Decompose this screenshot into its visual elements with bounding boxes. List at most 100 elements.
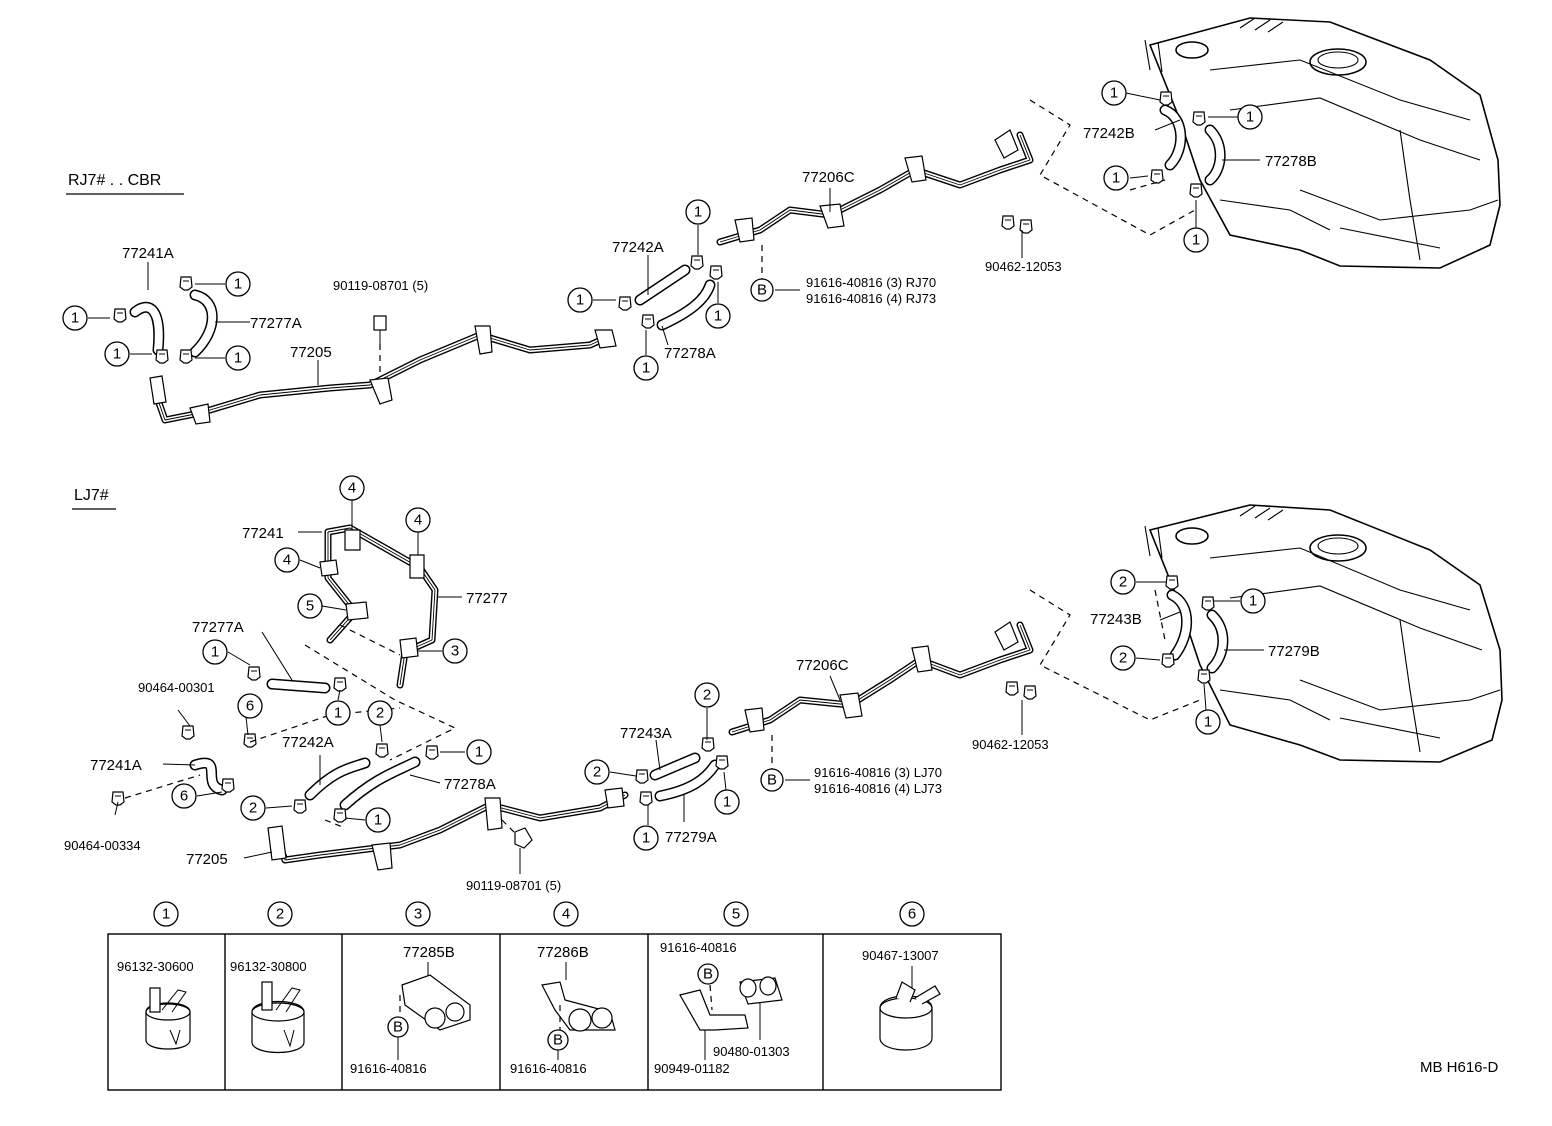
- callout-2: 2: [367, 700, 393, 726]
- label-90119-08701: 90119-08701 (5): [466, 878, 561, 893]
- leader-line: [1129, 175, 1149, 179]
- hose-clip: [425, 745, 439, 760]
- svg-text:1: 1: [1112, 170, 1120, 187]
- pipe-bracket: [994, 129, 1019, 159]
- pipe-bracket: [474, 325, 493, 355]
- top-variant-title: RJ7# . . CBR: [68, 172, 161, 189]
- svg-text:5: 5: [306, 598, 314, 615]
- label-77277A: 77277A: [250, 315, 302, 332]
- leader-line: [1135, 657, 1161, 661]
- legend-part-90467-13007: 90467-13007: [862, 948, 939, 963]
- hose-clamp-icon: [879, 981, 941, 1051]
- pipe-bracket: [189, 403, 211, 425]
- callout-1: 1: [1240, 588, 1266, 614]
- label-77241A: 77241A: [122, 245, 174, 262]
- callout-4: 4: [274, 547, 300, 573]
- pipe-bracket: [604, 787, 625, 809]
- hose-77241A-bottom: [189, 757, 228, 796]
- callout-3: 3: [442, 638, 468, 664]
- label-77277A: 77277A: [192, 619, 244, 636]
- callout-6: 6: [171, 783, 197, 809]
- pipe-bracket: [904, 155, 927, 183]
- svg-text:1: 1: [723, 794, 731, 811]
- svg-text:1: 1: [694, 204, 702, 221]
- svg-text:1: 1: [234, 276, 242, 293]
- svg-text:3: 3: [414, 906, 422, 923]
- callout-1: 1: [633, 825, 659, 851]
- leader-line: [177, 709, 191, 727]
- svg-text:2: 2: [276, 906, 284, 923]
- callout-1: 1: [1237, 104, 1263, 130]
- legend-cell-6: 6 90467-13007: [862, 901, 941, 1051]
- hose-clip: [1189, 183, 1203, 198]
- callout-4: 4: [405, 507, 431, 533]
- label-77242A: 77242A: [612, 239, 664, 256]
- hose-clip: [1150, 169, 1164, 184]
- bottom-variant-title: LJ7#: [74, 487, 109, 504]
- fuel-tank-bottom: [1144, 504, 1503, 763]
- svg-text:1: 1: [113, 346, 121, 363]
- callout-1: 1: [104, 341, 130, 367]
- svg-text:B: B: [767, 772, 777, 789]
- spring-clamp-icon: [145, 987, 191, 1050]
- legend-part-77285B: 77285B: [403, 944, 455, 961]
- svg-text:1: 1: [1204, 714, 1212, 731]
- callout-1: 1: [1195, 709, 1221, 735]
- leader-line: [1203, 683, 1207, 711]
- legend-part-91616-40816: 91616-40816: [660, 940, 737, 955]
- callout-1: 1: [325, 700, 351, 726]
- hose-clip: [247, 666, 261, 681]
- hose-clip: [333, 677, 347, 692]
- clamp-4: [344, 529, 361, 551]
- label-91616-rj73: 91616-40816 (4) RJ73: [806, 291, 936, 306]
- legend-cell-1: 1 96132-30600: [117, 901, 194, 1050]
- hose-clip: [709, 265, 723, 280]
- legend-cell-3: 3 77285B B 91616-40816: [350, 901, 471, 1076]
- pipe-clamp-bracket-icon: [541, 981, 616, 1032]
- pipe-bracket: [839, 692, 863, 719]
- label-77243A: 77243A: [620, 725, 672, 742]
- label-77242A: 77242A: [282, 734, 334, 751]
- pipe-77241-77277-bundle: [324, 524, 439, 689]
- fuel-tank-top: [1144, 17, 1501, 269]
- callout-b: B: [553, 1032, 563, 1049]
- pipe-77206C-top: [716, 131, 1034, 246]
- callout-5: 5: [297, 593, 323, 619]
- label-77205: 77205: [186, 851, 228, 868]
- top-variant-section: RJ7# . . CBR: [62, 17, 1501, 425]
- svg-text:5: 5: [732, 906, 740, 923]
- hose-clip: [1159, 91, 1173, 106]
- legend-part-96132-30600: 96132-30600: [117, 959, 194, 974]
- hose-clip: [635, 769, 649, 784]
- callout-1: 1: [466, 739, 492, 765]
- callout-1: 1: [225, 271, 251, 297]
- callout-2: 2: [1110, 645, 1136, 671]
- pipe-bracket: [911, 645, 933, 673]
- hose-77243A-bottom: [649, 752, 701, 781]
- dashed-route: [1154, 589, 1166, 641]
- hose-clip: [179, 276, 193, 291]
- callout-1: 1: [1183, 227, 1209, 253]
- leader-line: [162, 763, 196, 766]
- callout-2: 2: [584, 759, 610, 785]
- leader-line: [265, 805, 293, 809]
- callout-1: 1: [714, 789, 740, 815]
- bottom-variant-section: LJ7#: [64, 475, 1503, 893]
- clamp-legend-table: 1 96132-30600 2 96132-30800: [107, 901, 1002, 1091]
- legend-part-77286B: 77286B: [537, 944, 589, 961]
- label-77278B: 77278B: [1265, 153, 1317, 170]
- svg-text:1: 1: [234, 350, 242, 367]
- leader-line: [196, 791, 223, 797]
- leader-line: [609, 771, 637, 777]
- callout-1: 1: [202, 639, 228, 665]
- label-77205: 77205: [290, 344, 332, 361]
- leader-line: [661, 325, 669, 346]
- leader-line: [1159, 611, 1181, 621]
- legend-part-96132-30800: 96132-30800: [230, 959, 307, 974]
- hose-clip: [221, 778, 235, 793]
- pipe-clamp-bracket-icon: [401, 974, 471, 1031]
- leader-line: [1154, 119, 1181, 131]
- hose-clip: [179, 349, 193, 364]
- dashed-route: [324, 819, 346, 829]
- hose-77279A-bottom: [654, 759, 721, 802]
